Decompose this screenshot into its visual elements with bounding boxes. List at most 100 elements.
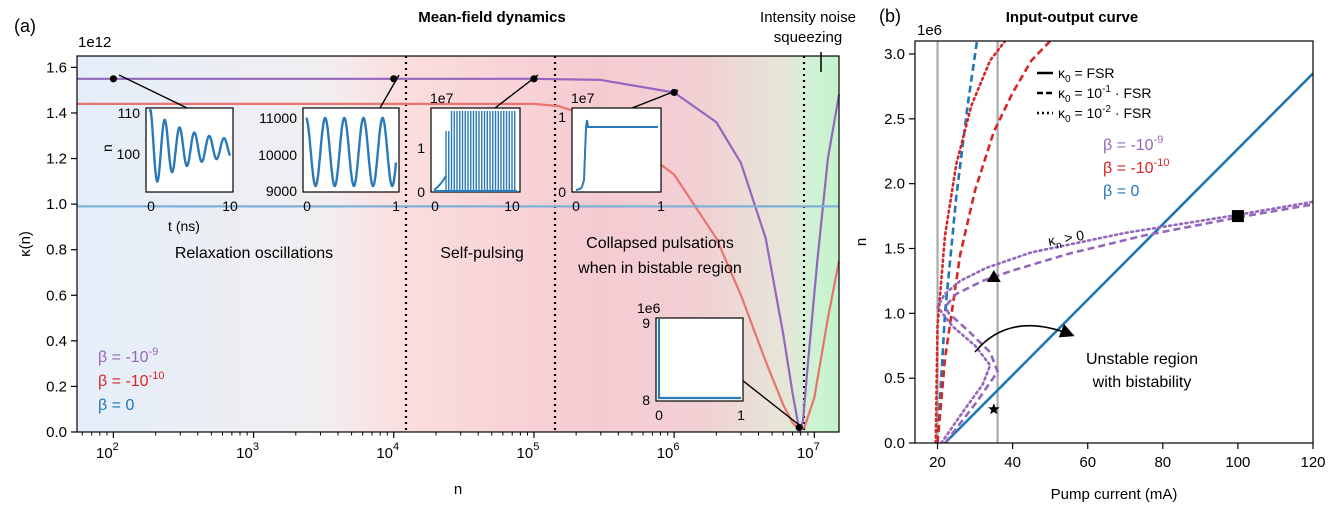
ytick-label-b-0: 0.0 — [884, 435, 905, 452]
inset4-xtick-0: 0 — [572, 198, 580, 214]
xtick-label-a-2: 102 — [96, 441, 119, 462]
xtick-label-b-2: 60 — [1079, 454, 1096, 471]
legend-a-beta-0: β = 0 — [98, 397, 134, 414]
series-b-1 — [936, 41, 979, 443]
inset4-ytick-0: 0 — [558, 184, 566, 200]
series-b-5 — [936, 200, 1313, 443]
ytick-label-b-4: 2.0 — [884, 176, 905, 193]
panel-b-ylabel: n — [853, 238, 870, 246]
annotation-self-pulsing: Self-pulsing — [440, 245, 524, 262]
annotation-relaxation: Relaxation oscillations — [175, 245, 333, 262]
ytick-label-b-5: 2.5 — [884, 111, 905, 128]
xtick-label-a-5: 105 — [517, 441, 540, 462]
connector-5 — [741, 379, 804, 429]
inset5-xtick-0: 0 — [655, 407, 663, 423]
legend-b-beta-10: β = -10-10 — [1103, 157, 1169, 177]
ytick-label-a-4: 0.8 — [46, 242, 67, 259]
inset5-multiplier: 1e6 — [637, 300, 661, 316]
legend-b-dotted: κ0 = 10-2 · FSR — [1058, 104, 1151, 125]
inset-squeezing: 1e6 9 8 0 1 — [637, 300, 745, 423]
legend-b-beta-9: β = -10-9 — [1103, 134, 1163, 154]
inset-relaxation-1: 110 100 n 0 10 t (ns) — [99, 105, 238, 234]
marker-b-square — [1231, 210, 1244, 223]
panel-a-y-multiplier: 1e12 — [78, 34, 111, 51]
panel-b-curves — [934, 41, 1313, 443]
inset1-ytick-100: 100 — [117, 146, 141, 162]
inset4-ytick-1: 1 — [558, 109, 566, 125]
legend-b-solid: κ0 = FSR — [1058, 65, 1115, 85]
inset5-ytick-8: 8 — [642, 392, 650, 408]
inset2-trace — [305, 116, 398, 188]
annotation-collapsed-1: Collapsed pulsations — [586, 235, 734, 252]
ytick-label-a-7: 1.4 — [46, 105, 67, 122]
ytick-label-a-2: 0.4 — [46, 333, 67, 350]
xtick-label-a-4: 104 — [376, 441, 399, 462]
inset-collapsed: 1e7 1 0 0 1 — [558, 90, 665, 214]
ytick-label-a-8: 1.6 — [46, 59, 67, 76]
xtick-label-b-5: 120 — [1300, 454, 1325, 471]
panel-b-label: (b) — [879, 6, 901, 26]
xtick-label-b-4: 100 — [1225, 454, 1250, 471]
panel-b-title: Input-output curve — [1006, 9, 1138, 26]
marker-a-0 — [109, 75, 117, 83]
panel-a-label: (a) — [14, 16, 36, 36]
panel-b-legend: β = -10-9 β = -10-10 β = 0 — [1103, 134, 1169, 200]
xtick-label-b-0: 20 — [929, 454, 946, 471]
inset3-multiplier: 1e7 — [430, 90, 454, 106]
series-b-3 — [934, 41, 1007, 443]
legend-b-dashed: κ0 = 10-1 · FSR — [1058, 84, 1151, 105]
ytick-label-b-1: 0.5 — [884, 370, 905, 387]
inset2-ytick-9000: 9000 — [266, 183, 297, 199]
inset4-multiplier: 1e7 — [571, 90, 595, 106]
inset3-rise — [433, 175, 447, 191]
inset5-xtick-1: 1 — [737, 407, 745, 423]
xtick-label-b-1: 40 — [1004, 454, 1021, 471]
inset3-xtick-10: 10 — [504, 198, 520, 214]
ytick-label-a-6: 1.2 — [46, 151, 67, 168]
annotation-kn: κn > 0 — [1047, 227, 1086, 253]
inset1-ylabel: n — [99, 144, 115, 152]
legend-a-beta-10: β = -10-10 — [98, 370, 164, 390]
ytick-label-a-0: 0.0 — [46, 424, 67, 441]
panel-a-title: Mean-field dynamics — [418, 9, 566, 26]
legend-a-beta-9: β = -10-9 — [98, 346, 158, 366]
panel-a-xlabel: n — [454, 481, 462, 498]
panel-b-frame — [914, 40, 1314, 444]
series-a-0 — [77, 77, 841, 434]
ytick-label-b-2: 1.0 — [884, 305, 905, 322]
inset2-xtick-0: 0 — [303, 198, 311, 214]
xtick-label-a-3: 103 — [236, 441, 259, 462]
panel-a-ylabel: κ(n) — [17, 231, 34, 257]
xtick-label-a-6: 106 — [657, 441, 680, 462]
inset2-ytick-11000: 11000 — [259, 110, 297, 126]
inset-self-pulsing: 1e7 1 0 0 10 — [417, 90, 521, 214]
inset3-xtick-0: 0 — [431, 198, 439, 214]
inset3-ytick-0: 0 — [417, 184, 425, 200]
inset3-ytick-1: 1 — [417, 140, 425, 156]
annotation-collapsed-2: when in bistable region — [577, 260, 742, 277]
legend-b-beta-0: β = 0 — [1103, 183, 1139, 200]
inset2-ytick-10000: 10000 — [258, 147, 297, 163]
series-a-1 — [77, 102, 841, 431]
xtick-label-b-3: 80 — [1154, 454, 1171, 471]
annotation-noise-1: Intensity noise — [760, 9, 856, 26]
ytick-label-b-6: 3.0 — [884, 46, 905, 63]
ytick-label-a-5: 1.0 — [46, 196, 67, 213]
unstable-arrow — [974, 324, 1075, 353]
inset1-ytick-110: 110 — [118, 105, 141, 121]
annotation-unstable-2: with bistability — [1092, 374, 1192, 391]
series-b-0 — [944, 72, 1313, 443]
panel-b-xlabel: Pump current (mA) — [1051, 486, 1178, 503]
panel-a-frame — [76, 55, 840, 433]
annotation-unstable-1: Unstable region — [1086, 351, 1198, 368]
inset-relaxation-2: 11000 10000 9000 0 1 — [258, 107, 400, 214]
panel-b-linestyle-legend: κ0 = FSR κ0 = 10-1 · FSR κ0 = 10-2 · FSR — [1037, 65, 1151, 125]
inset1-trace — [148, 109, 232, 184]
annotation-noise-2: squeezing — [774, 29, 842, 46]
ytick-label-a-1: 0.2 — [46, 378, 67, 395]
ytick-label-a-3: 0.6 — [46, 287, 67, 304]
connector-1 — [118, 74, 188, 109]
